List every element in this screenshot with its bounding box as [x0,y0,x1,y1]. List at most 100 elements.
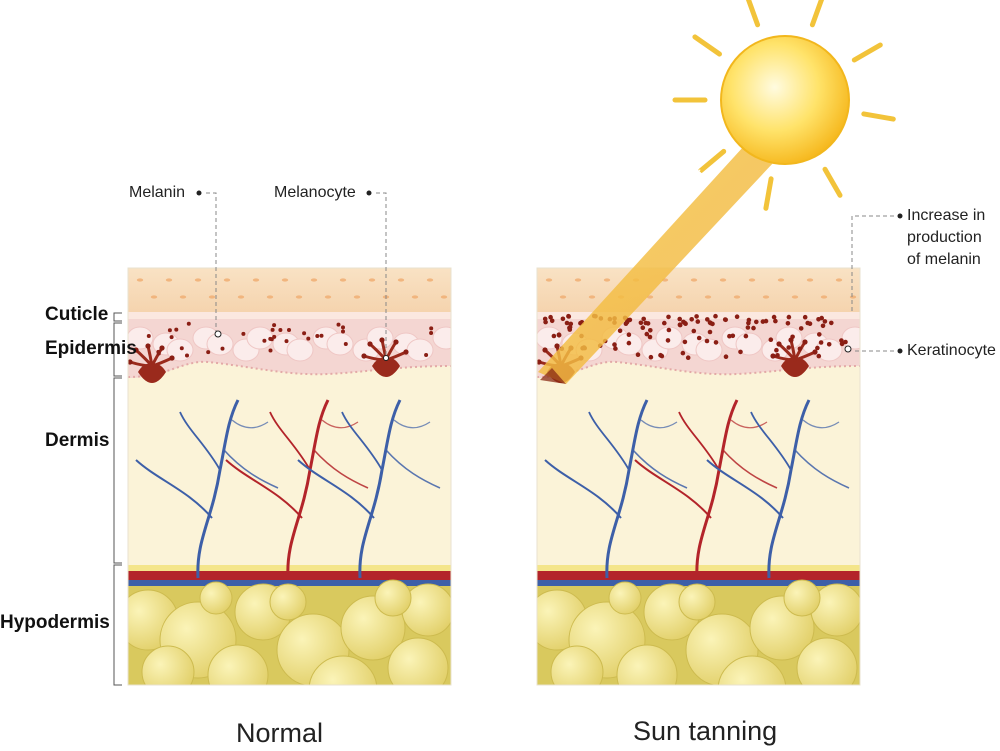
melanin-granule [270,327,275,332]
melanin-granule [754,319,759,325]
melanocyte-callout: Melanocyte [274,184,356,201]
surface-flake [588,295,596,299]
melanin-granule [145,343,151,349]
surface-flake [849,295,857,299]
melanin-granule [816,317,821,322]
dermis-label: Dermis [45,430,110,451]
melanin-granule [556,332,562,338]
vein-vessel [358,399,402,579]
sun-ray [692,34,722,57]
melanin-granule [746,317,752,323]
increase-callout-line2: production [907,229,982,246]
hypodermis-label: Hypodermis [0,612,110,633]
melanin-granule [694,314,699,319]
melanin-granule [638,320,644,326]
melanin-granule [612,342,617,347]
melanin-granule [156,351,161,356]
surface-flake [339,278,347,282]
melanin-granule [738,349,743,355]
surface-flake [806,278,814,282]
melanin-granule [341,329,345,334]
surface-flake [545,278,553,282]
melanin-granule [287,328,291,332]
fat-cell [783,579,821,617]
melanin-granule [818,340,824,345]
melanin-granule [730,333,736,339]
melanin-granule [710,321,715,327]
fat-cell [717,655,787,685]
sun-icon [720,35,850,165]
vein-vessel [196,399,240,579]
melanocyte-leader-dot [366,190,372,196]
artery-branch [678,411,720,471]
melanin-granule [537,359,542,365]
vein-branch [135,459,213,519]
melanocyte [138,363,166,383]
melanin-granule [635,352,641,358]
melanin-granule [743,333,749,339]
melanin-granule [802,314,808,320]
increase-callout-line1: Increase in [907,207,986,224]
epidermis-bracket [113,322,122,377]
melanin-granule [683,321,688,327]
artery-branch [321,419,359,429]
fat-cell [207,644,269,685]
melanin-granule [343,342,348,346]
melanin-granule [542,347,548,353]
fat-cell [199,581,233,615]
melanin-granule [705,317,710,322]
melanin-granule [774,347,779,353]
melanin-granule [707,329,713,335]
melanin-granule [315,334,320,338]
surface-flake [208,295,216,299]
vein-branch [385,449,441,489]
vein-band [128,580,451,586]
cuticle-bracket [113,312,122,322]
melanin-granule [658,352,663,358]
melanin-granule [682,339,688,345]
vein-branch [223,449,279,489]
vein-vessel [767,399,811,579]
melanin-granule [268,348,273,353]
dermis-bracket [113,377,122,564]
vein-vessel [605,399,649,579]
surface-flake [440,295,448,299]
surface-flake [426,278,434,282]
artery-branch [269,411,311,471]
melanin-granule [379,337,385,343]
hypodermis-top-band [128,565,451,571]
melanin-granule [820,323,826,329]
melanin-granule [677,316,682,322]
surface-flake [690,278,698,282]
melanin-granule [179,346,184,351]
melanin-granule [284,339,289,344]
surface-flake [295,295,303,299]
melanin-granule [768,337,774,343]
keratinocyte-cell [432,326,451,350]
keratinocyte-cell [406,338,434,362]
melanin-granule [704,338,710,344]
melanin-granule [685,355,691,361]
surface-flake [646,295,654,299]
surface-flake [179,295,187,299]
surface-flake [574,278,582,282]
sun-ray [809,0,825,28]
normal-skin-panel [128,268,451,685]
panel-border [127,267,452,686]
basement-membrane [537,360,860,378]
melanin-granule [770,353,776,359]
melanin-granule [560,316,566,322]
surface-flake [368,278,376,282]
fat-cell [550,645,604,685]
surface-flake [252,278,260,282]
epidermis-label: Epidermis [45,338,137,359]
melanin-granule [689,317,694,322]
melanin-granule [424,353,429,357]
melanin-granule [566,314,572,319]
melanin-granule [564,320,570,326]
melanin-granule [713,340,719,345]
cuticle-label: Cuticle [45,304,109,325]
melanin-granule [665,338,671,343]
melanin-granule [548,314,553,320]
